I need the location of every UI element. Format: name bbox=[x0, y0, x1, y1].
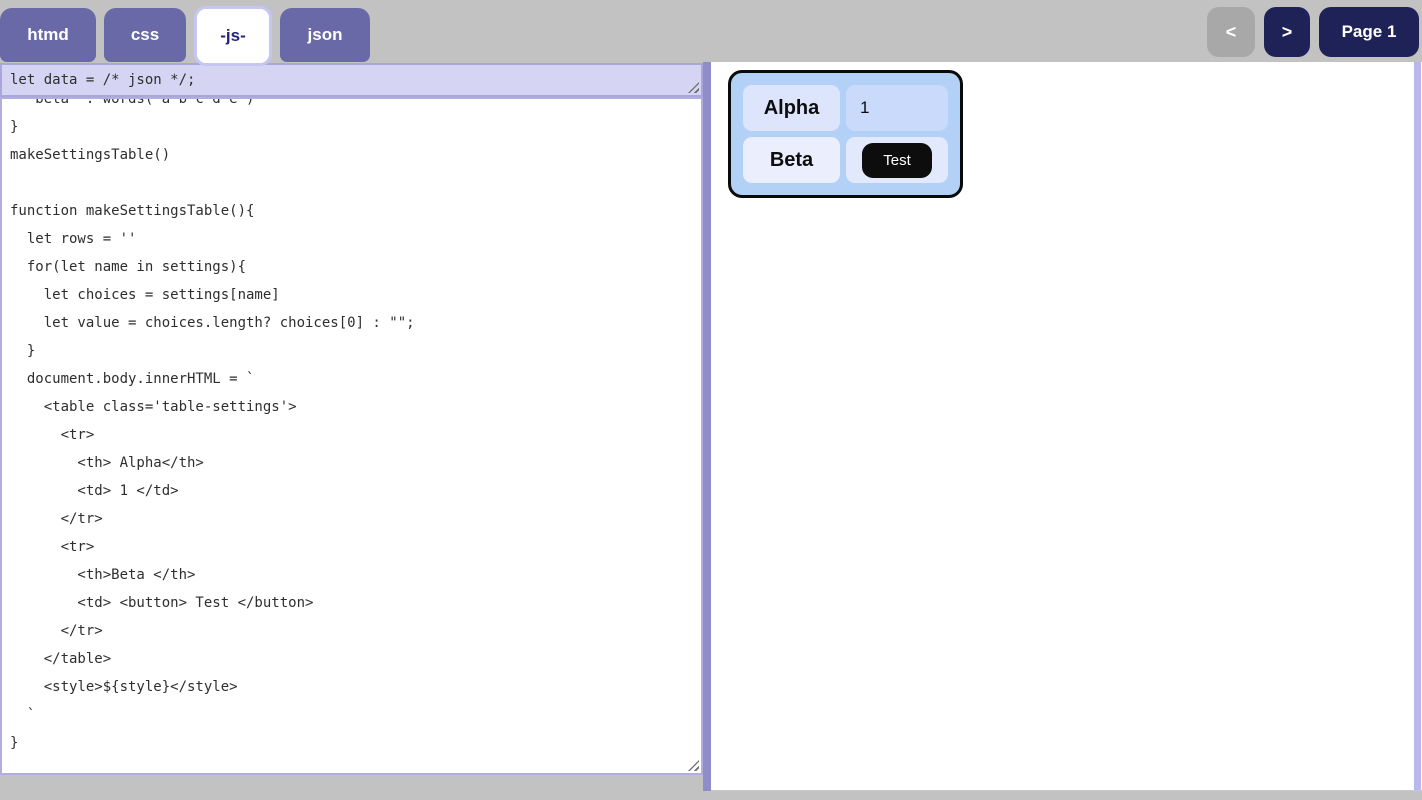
resize-grip-icon[interactable] bbox=[688, 760, 699, 771]
settings-row-header: Alpha bbox=[743, 85, 840, 131]
preview-panel: Alpha 1 Beta Test bbox=[711, 62, 1422, 791]
page-indicator-button[interactable]: Page 1 bbox=[1319, 7, 1419, 57]
test-button[interactable]: Test bbox=[862, 142, 932, 178]
page-nav: < > Page 1 bbox=[1207, 7, 1419, 57]
data-line-text: let data = /* json */; bbox=[10, 72, 196, 88]
resize-grip-icon[interactable] bbox=[688, 82, 699, 93]
js-code-text: 'beta' : words('a b c d e') } makeSettin… bbox=[10, 97, 415, 751]
tab-htmd[interactable]: htmd bbox=[0, 8, 96, 62]
editor-column: let data = /* json */; 'beta' : words('a… bbox=[0, 63, 703, 775]
prev-page-button[interactable]: < bbox=[1207, 7, 1255, 57]
settings-row-value: Test bbox=[846, 137, 948, 183]
tab-css[interactable]: css bbox=[104, 8, 186, 62]
tab-js[interactable]: -js- bbox=[194, 6, 272, 66]
next-page-button[interactable]: > bbox=[1264, 7, 1310, 57]
panel-divider bbox=[703, 62, 711, 791]
settings-table: Alpha 1 Beta Test bbox=[728, 70, 963, 198]
tab-json[interactable]: json bbox=[280, 8, 370, 62]
settings-row-header: Beta bbox=[743, 137, 840, 183]
data-line-editor[interactable]: let data = /* json */; bbox=[0, 63, 703, 97]
preview-scrollbar[interactable] bbox=[1414, 62, 1421, 790]
settings-row-value: 1 bbox=[846, 85, 948, 131]
editor-tab-bar: htmd css -js- json bbox=[0, 6, 370, 66]
js-code-editor[interactable]: 'beta' : words('a b c d e') } makeSettin… bbox=[0, 97, 703, 775]
